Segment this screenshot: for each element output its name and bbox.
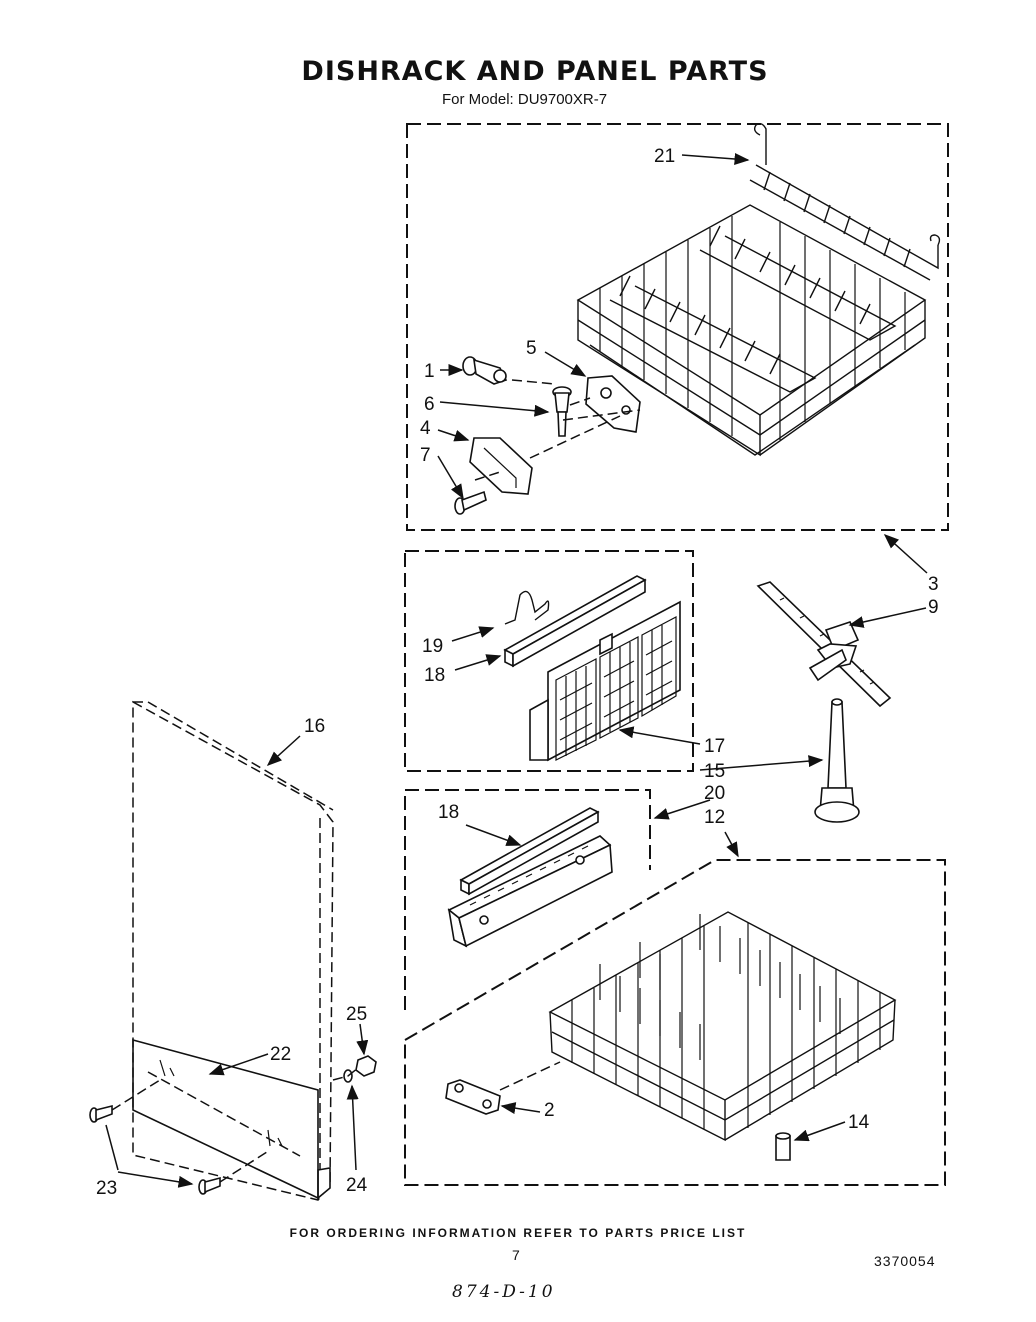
silverware-basket xyxy=(529,600,681,762)
model-subtitle: For Model: DU9700XR-7 xyxy=(442,91,608,108)
axle-screw-6 xyxy=(552,386,572,437)
callout-19: 19 xyxy=(422,636,443,657)
callout-22: 22 xyxy=(270,1044,291,1065)
callout-15: 15 xyxy=(704,761,725,782)
handwritten-note: 874-D-10 xyxy=(452,1282,556,1302)
screw-23-upper xyxy=(89,1104,113,1123)
callout-25: 25 xyxy=(346,1004,367,1025)
callout-21: 21 xyxy=(654,146,675,167)
upper-rack-group-box xyxy=(406,123,949,531)
callout-5: 5 xyxy=(526,338,537,359)
roller-bracket-5 xyxy=(585,375,641,433)
spray-tube-15 xyxy=(814,698,860,823)
lower-rack-group-box xyxy=(404,859,946,1186)
upper-dishrack xyxy=(576,204,927,457)
access-panel-16 xyxy=(132,700,334,1201)
basket-handle-18-upper xyxy=(503,575,647,668)
ordering-note: FOR ORDERING INFORMATION REFER TO PARTS … xyxy=(289,1226,747,1240)
callout-20: 20 xyxy=(704,783,725,804)
screw-7 xyxy=(454,490,487,515)
silverware-basket-group-box xyxy=(404,550,694,772)
basket-clip-19 xyxy=(504,590,550,625)
basket-handle-18-lower xyxy=(459,807,600,896)
callout-23: 23 xyxy=(96,1178,117,1199)
spray-arm-9 xyxy=(756,581,892,708)
callout-18-upper: 18 xyxy=(424,665,445,686)
toe-panel-22 xyxy=(132,1038,319,1200)
rack-stop-14 xyxy=(775,1132,791,1161)
nut-25 xyxy=(355,1055,377,1077)
callout-18-lower: 18 xyxy=(438,802,459,823)
rack-roller-2 xyxy=(445,1079,501,1115)
callout-9: 9 xyxy=(928,597,939,618)
callout-3: 3 xyxy=(928,574,939,595)
callout-24: 24 xyxy=(346,1175,368,1196)
cup-shelf xyxy=(749,122,941,281)
leader-lines xyxy=(105,152,928,1188)
page-title: DISHRACK AND PANEL PARTS xyxy=(301,56,769,87)
lower-dishrack xyxy=(548,911,897,1142)
callout-6: 6 xyxy=(424,394,435,415)
callout-16: 16 xyxy=(304,716,325,737)
callout-12: 12 xyxy=(704,807,725,828)
lower-basket-group-box xyxy=(404,789,651,1010)
page-number: 7 xyxy=(512,1247,520,1263)
callout-1: 1 xyxy=(424,361,435,382)
callout-4: 4 xyxy=(420,418,431,439)
callout-17: 17 xyxy=(704,736,725,757)
callout-7: 7 xyxy=(420,445,431,466)
rack-roller-1 xyxy=(462,356,508,385)
document-number: 3370054 xyxy=(874,1253,936,1269)
callout-2: 2 xyxy=(544,1100,555,1121)
screw-23-lower xyxy=(198,1176,221,1195)
end-cap-4 xyxy=(469,437,533,495)
callout-14: 14 xyxy=(848,1112,870,1133)
basket-end-20 xyxy=(447,835,613,948)
